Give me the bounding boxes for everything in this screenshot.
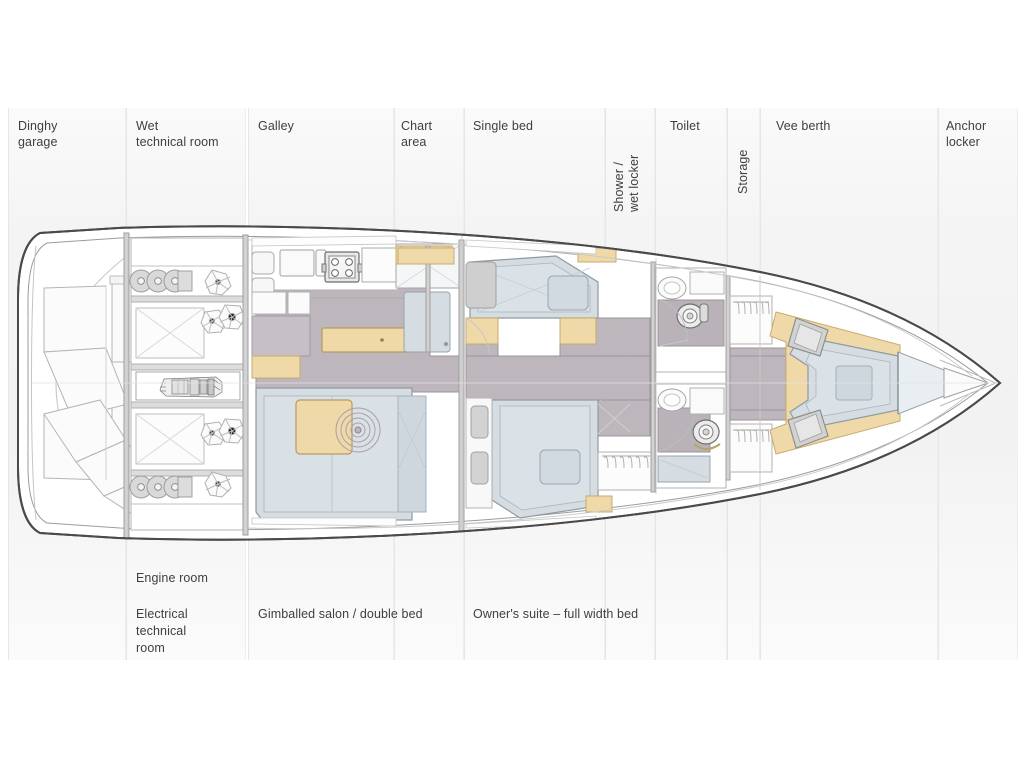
owners-door-arcs xyxy=(465,317,631,435)
bulkhead-owners-heads xyxy=(650,261,656,493)
fan-upper-stbd xyxy=(204,269,232,296)
galley-shelf-stbd xyxy=(397,247,455,265)
bottom-label-owners-suite: Owner's suite – full width bed xyxy=(473,607,639,621)
top-label-chart-area: Chart area xyxy=(401,119,433,149)
engine-unit xyxy=(159,376,223,398)
head-lower xyxy=(657,387,725,483)
stowage-bin-lower xyxy=(135,413,205,465)
compartment-wet-technical-room xyxy=(129,237,246,531)
bottom-label-electrical-technical-room: Electrical technical room xyxy=(136,607,188,655)
owners-full-width-bed xyxy=(465,397,613,519)
bulkhead-salon-owners xyxy=(458,239,465,533)
top-label-anchor-locker: Anchor locker xyxy=(946,119,987,149)
saloon-table xyxy=(321,327,413,353)
bulkhead-wet-room-galley xyxy=(242,234,249,536)
bulkhead-heads-storage xyxy=(725,275,731,481)
mast-step-spiral xyxy=(335,407,381,453)
hull-outline-top xyxy=(17,225,1002,541)
compartment-heads xyxy=(655,267,727,489)
top-label-single-bed: Single bed xyxy=(473,119,534,133)
hanger-rail-upper xyxy=(733,301,770,315)
compartment-engine-room xyxy=(135,371,241,401)
fan-pair-upper xyxy=(200,304,246,334)
top-label-shower-wet-locker: Shower / wet locker xyxy=(612,154,641,212)
gimballed-stove xyxy=(321,251,363,283)
fan-lower-stbd xyxy=(204,471,232,498)
toilet-lower xyxy=(692,419,721,450)
fan-pair-lower xyxy=(200,418,246,446)
bottom-label-engine-room: Engine room xyxy=(136,571,208,585)
top-label-dinghy-garage: Dinghy garage xyxy=(18,119,58,149)
top-label-galley: Galley xyxy=(258,119,295,133)
gas-cylinders-lower xyxy=(129,475,193,499)
salon-double-bed xyxy=(255,387,427,521)
galley-counter-port xyxy=(251,243,399,301)
owners-sole xyxy=(465,317,651,437)
salon-settee-port xyxy=(251,291,311,379)
bottom-label-gimballed-salon-double-bed: Gimballed salon / double bed xyxy=(258,607,423,621)
hanging-locker-owners xyxy=(597,451,655,491)
single-bed xyxy=(465,247,617,345)
stowage-bin-upper xyxy=(135,307,205,359)
top-label-storage: Storage xyxy=(736,149,750,194)
top-label-wet-technical-room: Wet technical room xyxy=(136,119,219,149)
head-upper xyxy=(657,271,725,347)
top-label-toilet: Toilet xyxy=(670,119,700,133)
top-label-vee-berth: Vee berth xyxy=(776,119,831,133)
gas-cylinders-upper xyxy=(129,269,193,293)
hanger-rail-lower xyxy=(733,429,770,443)
